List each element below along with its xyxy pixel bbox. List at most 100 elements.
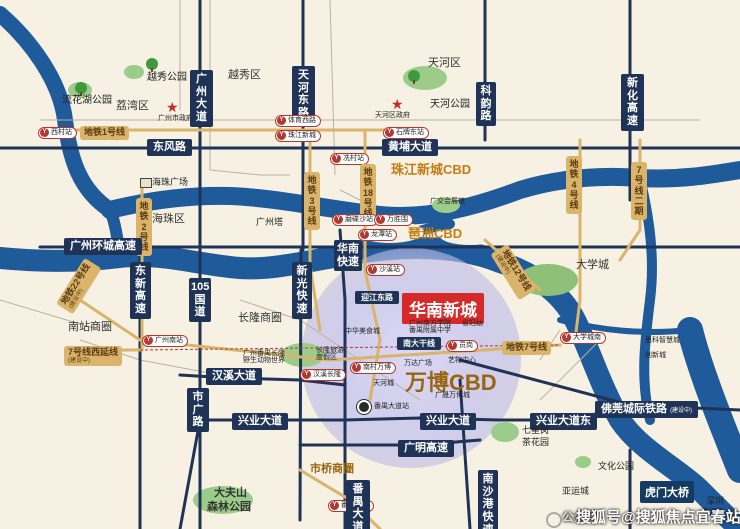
road-huangpu-avenue: 黄埔大道 <box>382 139 438 156</box>
label-tianhe-gov: 天河区政府 <box>375 112 410 119</box>
label-shenzhen-sub: 粤港澳 <box>702 509 723 516</box>
label-dafushan-forest: 森林公园 <box>207 501 251 513</box>
station-shaxi[interactable]: 沙溪站 <box>366 264 405 277</box>
cbd-pazhou: 琶洲CBD <box>408 226 463 241</box>
label-yuexiu-district: 越秀区 <box>228 69 261 81</box>
label-haizhu-district: 海珠区 <box>152 213 185 225</box>
watermark-logo-icon <box>546 512 562 528</box>
label-university-town: 大学城 <box>576 259 609 271</box>
label-yayuncheng: 亚运城 <box>562 486 590 496</box>
park-tree-icon <box>408 70 420 84</box>
poi-zhonghua-food: 中华美食城 <box>345 328 380 335</box>
poi-jiangnan-school: 广州南方学院 番禺附属中学 <box>409 320 451 334</box>
road-guangzhou-avenue: 广州 大道 <box>190 70 213 127</box>
station-guangzhou-south[interactable]: 广州南站 <box>142 335 188 348</box>
railway-foguan: 佛莞城际铁路 (建设中) <box>595 401 699 418</box>
railway-foguan-text: 佛莞城际铁路 <box>601 403 667 415</box>
station-shipai[interactable]: 石牌东站 <box>383 127 429 140</box>
station-zhujiang-xc[interactable]: 珠江新城 <box>275 130 321 143</box>
label-dafushan: 大夫山 <box>214 487 247 499</box>
label-shiqiao-circle: 市桥商圈 <box>310 463 354 475</box>
station-tiyuxi[interactable]: 体育西路 <box>275 115 321 128</box>
road-kejun: 科 韵 路 <box>476 82 496 126</box>
road-xinhua-expressway: 新化 高速 <box>621 74 644 131</box>
metro-line4-label: 地 铁 4 号 线 <box>566 156 582 214</box>
poi-guangsheng-wanbo: 广晟万博城 <box>435 392 470 399</box>
metro-line7-phase2-label: 7 号 线 二 期 <box>631 162 647 220</box>
humen-bridge-label: 虎门大桥 <box>640 481 694 503</box>
poi-tianhe-city: 天河城 <box>373 380 394 387</box>
road-105: 105 国 道 <box>189 278 211 322</box>
label-shenzhen: 深圳 <box>706 496 725 506</box>
poi-science-park: 思科智慧城 <box>645 337 680 344</box>
poi-seven-station: 省妇幼 <box>462 320 483 327</box>
label-culture-park: 文化公园 <box>598 461 635 471</box>
label-yuexiu-park: 越秀公园 <box>147 72 187 83</box>
poi-innovation-city: 创新城 <box>645 352 666 359</box>
station-huiyuan[interactable]: 员岗 <box>446 340 478 353</box>
gov-star-icon: ★ <box>391 96 404 112</box>
label-south-station-circle: 南站商圈 <box>68 321 112 333</box>
road-xingye-avenue-2: 兴业大道 <box>420 413 476 430</box>
watermark-left: 公众号 <box>562 510 599 524</box>
road-gz-ring: 广州环城高速 <box>64 238 142 255</box>
road-nansha-expressway: 南 沙 港 快 速 <box>478 470 498 529</box>
label-gz-gov: 广州市政府 <box>158 115 193 122</box>
huanan-new-town-label[interactable]: 华南新城 <box>402 293 484 324</box>
watermark-sohu: 搜狐号@搜狐焦点宜春站 <box>576 509 740 526</box>
label-haizhu-plaza: 海珠广场 <box>152 177 189 187</box>
label-pazhou-expo: 广交会展馆 <box>430 198 465 205</box>
poi-changlong-safari: 广州番禺长隆 野生动物世界 <box>243 350 285 364</box>
metro-line7-west-ext-label: 7号线西延线(建设中) <box>64 346 123 367</box>
road-dongxin-expressway: 东 新 高 速 <box>130 262 151 319</box>
label-liuhua-park: 流花湖公园 <box>62 95 112 106</box>
metro-line7-ext-sub: (建设中) <box>68 357 90 364</box>
station-hanxi-changlong[interactable]: 汉溪长隆 <box>300 369 346 382</box>
cbd-zhujiang-new-town: 珠江新城CBD <box>391 162 472 177</box>
label-panyu-avenue-station: 番禺大道站 <box>374 403 409 410</box>
station-longtan[interactable]: 龙潭站 <box>358 229 397 242</box>
metro-station-marker-icon <box>357 400 371 414</box>
road-nandatiao: 南大干线 <box>397 337 441 351</box>
station-university-south[interactable]: 大学城南 <box>560 332 606 345</box>
cbd-wanbo: 万博CBD <box>405 370 497 395</box>
road-xingye-avenue: 兴业大道 <box>232 413 288 430</box>
road-guangming-expressway: 广明高速 <box>398 440 454 457</box>
station-modiesha[interactable]: 磨碟沙站 <box>332 214 378 227</box>
building-icon <box>140 178 152 188</box>
label-liwan: 荔湾区 <box>116 100 149 112</box>
metro-line7-ext-text: 7号线西延线 <box>68 347 119 357</box>
road-dongfeng: 东风路 <box>147 139 192 156</box>
station-wanshengwei[interactable]: 万胜围 <box>374 214 413 227</box>
station-nancun-wanbo[interactable]: 南村万博 <box>350 362 396 375</box>
road-jiangdong: 迎江东路 <box>355 291 399 305</box>
label-tianhe-district: 天河区 <box>428 57 461 69</box>
road-panyu-avenue: 番禺 大道 <box>346 480 370 529</box>
poi-art-center: 艺物中心 <box>448 357 476 364</box>
island-haizhu <box>160 214 300 250</box>
park-tree-icon <box>146 58 158 72</box>
station-xiancun[interactable]: 冼村站 <box>330 153 369 166</box>
dashed-routes <box>139 344 561 351</box>
green-areas <box>68 65 591 514</box>
metro-line7-label: 地铁7号线 <box>502 341 552 355</box>
road-tianhe-east: 天河 东路 <box>292 66 315 123</box>
station-ximencun[interactable]: 西村站 <box>38 127 77 140</box>
metro-line1-label: 地铁1号线 <box>80 126 130 140</box>
label-chahuayuan: 茶花园 <box>522 437 550 447</box>
road-xingye-avenue-east: 兴业大道东 <box>530 413 597 430</box>
label-tianhe-park: 天河公园 <box>430 99 470 110</box>
label-canton-tower: 广州塔 <box>256 217 284 227</box>
label-qixinggang: 七星岗 <box>522 425 550 435</box>
road-huanan-expressway: 华南 快速 <box>334 240 362 272</box>
poi-changlong-resort: 长隆旅游 度假区 <box>316 347 344 361</box>
road-hanxi-avenue: 汉溪大道 <box>206 368 262 385</box>
metro-line3-label: 地 铁 3 号 线 <box>304 172 320 230</box>
label-changlong-circle: 长隆商圈 <box>238 312 282 324</box>
road-xinguang-expressway: 新 光 快 速 <box>292 262 312 319</box>
railway-foguan-sub: (建设中) <box>670 408 693 414</box>
park-tree-icon <box>75 82 87 96</box>
poi-wanda: 万达广场 <box>404 360 432 367</box>
road-shiguang: 市 广 路 <box>187 388 209 432</box>
